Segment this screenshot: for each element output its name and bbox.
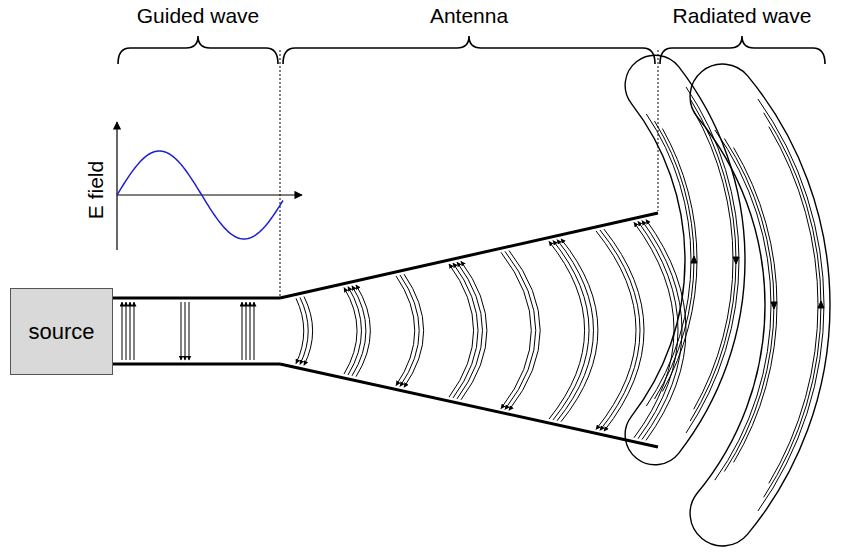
- wavefront-line: [734, 148, 777, 463]
- field-arrowhead: [818, 301, 824, 308]
- field-line: [596, 231, 636, 429]
- wavefront-line: [690, 99, 736, 421]
- node-label: source: [28, 319, 94, 345]
- wavefront-line: [686, 87, 739, 433]
- field-line: [646, 220, 686, 441]
- field-line: [254, 302, 255, 360]
- wavefront-outline: [690, 64, 830, 546]
- wavefront-line: [715, 130, 771, 480]
- field-line: [453, 263, 478, 398]
- wavefront-line: [724, 139, 774, 472]
- field-line: [505, 251, 536, 409]
- field-line: [122, 302, 123, 360]
- field-line: [557, 240, 593, 421]
- wavefront-line: [758, 99, 824, 511]
- field-line: [461, 261, 487, 399]
- field-line: [304, 297, 313, 366]
- field-line: [181, 302, 182, 360]
- field-line: [242, 302, 243, 360]
- waveguide-wall: [113, 213, 658, 447]
- wavefront-line: [694, 111, 733, 409]
- field-line: [642, 221, 682, 440]
- field-line: [549, 242, 585, 420]
- field-line: [404, 274, 424, 387]
- radiated-wavefront: [625, 55, 830, 546]
- wavefront-outline: [625, 55, 745, 464]
- field-arrowhead: [691, 256, 697, 263]
- section-divider: [280, 50, 658, 296]
- wavefront-line: [764, 113, 821, 497]
- wavefront-line: [646, 114, 691, 406]
- field-line: [250, 302, 251, 360]
- field-line: [400, 275, 419, 386]
- field-line: [185, 302, 186, 360]
- section-brace: [118, 36, 825, 64]
- wavefront-line: [769, 127, 818, 484]
- field-line: [509, 251, 540, 411]
- axis-label: E field: [84, 161, 107, 219]
- field-line: [130, 302, 131, 360]
- source-box: source: [10, 288, 113, 375]
- wavefront-line: [662, 129, 697, 392]
- field-line: [457, 262, 482, 399]
- field-line: [246, 302, 247, 360]
- field-line: [501, 252, 531, 408]
- wavefront-line: [654, 121, 694, 399]
- field-line: [638, 221, 678, 438]
- field-line: [449, 264, 474, 397]
- section-label: Antenna: [430, 4, 508, 27]
- field-line: [396, 276, 415, 386]
- field-arrowhead: [733, 257, 739, 264]
- field-line: [561, 239, 598, 422]
- field-line: [189, 302, 190, 360]
- field-line: [126, 302, 127, 360]
- section-label: Radiated wave: [673, 4, 812, 27]
- field-line: [356, 285, 370, 377]
- field-line: [600, 230, 640, 430]
- field-line: [134, 302, 135, 360]
- field-arrowhead: [771, 302, 777, 309]
- sine-wave: [117, 151, 283, 239]
- section-label: Guided wave: [137, 4, 260, 27]
- field-line: [553, 241, 589, 420]
- plot-axis: [117, 122, 302, 250]
- field-line: [300, 298, 308, 365]
- field-line: [122, 220, 686, 441]
- field-line: [296, 298, 304, 363]
- field-line: [604, 229, 644, 431]
